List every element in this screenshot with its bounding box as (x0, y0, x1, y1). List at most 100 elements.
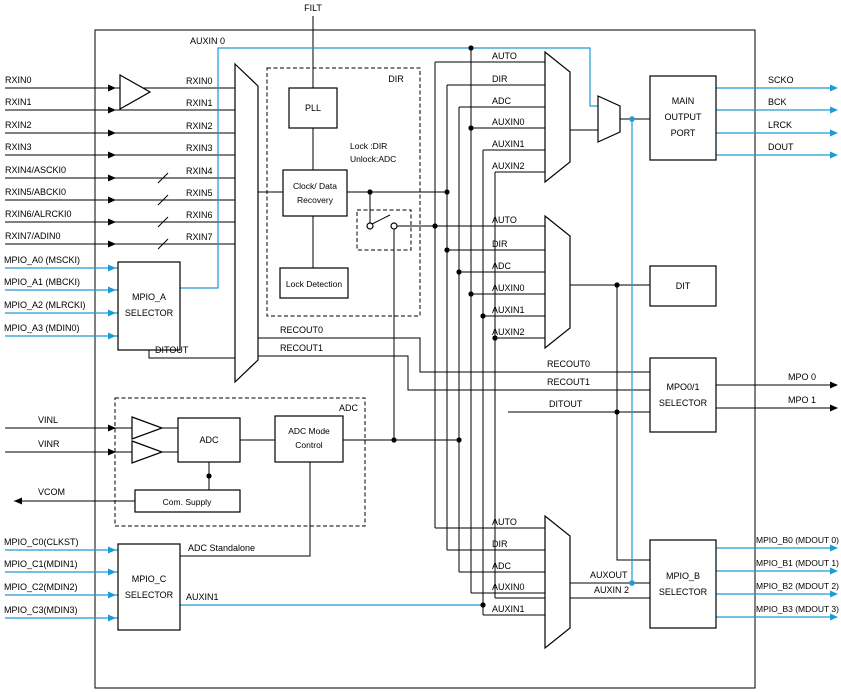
pin-label-bck: BCK (768, 97, 787, 107)
slash-rxin7 (157, 238, 169, 250)
output-arrow-vcom (14, 497, 22, 505)
input-arrow-mpio-c1 (108, 568, 116, 576)
slash-rxin6 (157, 216, 169, 228)
pin-label-rxin3: RXIN3 (5, 142, 32, 152)
input-arrow-vinr (108, 448, 116, 456)
adc-mode-label-line2: Control (295, 440, 323, 450)
pin-label-dout: DOUT (768, 142, 794, 152)
mux1-label-auxin2: AUXIN2 (492, 161, 525, 171)
junction-dot (480, 602, 486, 608)
mpio-b-label-line1: MPIO_B (666, 571, 700, 581)
pin-label-rxin2: RXIN2 (5, 120, 32, 130)
output-arrow-lrck (830, 129, 838, 137)
rx-input-mux (234, 62, 259, 384)
dit-source-mux (544, 214, 571, 350)
input-arrow-rxin7 (108, 240, 116, 248)
internal-label-rxin5: RXIN5 (186, 188, 213, 198)
mux3-label-dir: DIR (492, 539, 508, 549)
mux2-label-dir: DIR (492, 239, 508, 249)
switch-contact-dir (366, 222, 374, 230)
mux2-label-auxin0: AUXIN0 (492, 283, 525, 293)
junction-dot (444, 247, 450, 253)
mux1-label-auto: AUTO (492, 51, 517, 61)
input-arrow-rxin1 (108, 106, 116, 114)
chip-boundary (94, 29, 756, 689)
wire-recout0 (258, 337, 650, 373)
mux1-label-dir: DIR (492, 74, 508, 84)
input-arrow-mpio-a0 (108, 264, 116, 272)
pin-label-mpio-a1: MPIO_A1 (MBCKI) (4, 277, 80, 287)
wire-label-recout0-left: RECOUT0 (280, 325, 323, 335)
mux3-label-auto: AUTO (492, 517, 517, 527)
mpio-c-selector-block (117, 543, 181, 631)
wire-label-auxin0-top: AUXIN 0 (190, 36, 225, 46)
internal-label-rxin1: RXIN1 (186, 98, 213, 108)
wire-label-recout1-right: RECOUT1 (547, 377, 590, 387)
adc-box-title: ADC (339, 403, 359, 413)
junction-dot (444, 189, 450, 195)
pin-label-vcom: VCOM (38, 487, 65, 497)
mpio-a-selector-block (117, 261, 181, 351)
input-arrow-rxin5 (108, 196, 116, 204)
auto-switch-dashed-box (356, 209, 412, 251)
wire-label-auxin2: AUXIN 2 (594, 585, 629, 595)
output-arrow-mpo0 (830, 381, 838, 389)
junction-dot (480, 313, 486, 319)
pin-label-mpio-c3: MPIO_C3(MDIN3) (4, 605, 78, 615)
wire-label-auxout: AUXOUT (590, 570, 628, 580)
junction-dot (391, 437, 397, 443)
mpio-a-label-line2: SELECTOR (125, 308, 174, 318)
wire-recout1 (258, 355, 650, 391)
wire-label-recout0-right: RECOUT0 (547, 359, 590, 369)
output-arrow-mpio-b1 (830, 567, 838, 575)
input-arrow-vinl (108, 424, 116, 432)
junction-dot (206, 473, 212, 479)
pin-label-mpio-c0: MPIO_C0(CLKST) (4, 537, 79, 547)
slash-rxin4 (157, 172, 169, 184)
pin-label-mpio-c1: MPIO_C1(MDIN1) (4, 559, 78, 569)
pin-label-mpio-a3: MPIO_A3 (MDIN0) (4, 323, 80, 333)
lock-detection-label: Lock Detection (286, 279, 342, 289)
pll-block (288, 87, 338, 129)
main-port-label-line3: PORT (671, 128, 696, 138)
output-arrow-dout (830, 151, 838, 159)
vinr-amp-triangle (131, 440, 164, 464)
pin-label-rxin5: RXIN5/ABCKI0 (5, 187, 66, 197)
junction-dot (468, 45, 474, 51)
dit-label: DIT (676, 281, 691, 291)
vinl-amp-triangle (131, 416, 164, 440)
mpo-label-line1: MPO0/1 (666, 382, 699, 392)
output-arrow-mpio-b2 (830, 590, 838, 598)
junction-dot (468, 291, 474, 297)
mpio-a-label-line1: MPIO_A (132, 292, 166, 302)
blue-wires (5, 47, 830, 619)
mux2-label-auxin2: AUXIN2 (492, 327, 525, 337)
internal-label-rxin3: RXIN3 (186, 143, 213, 153)
pin-label-mpo0: MPO 0 (788, 372, 816, 382)
main-source-mux (544, 50, 571, 184)
junction-dot-blue (629, 116, 635, 122)
pin-label-mpo1: MPO 1 (788, 395, 816, 405)
input-arrow-rxin3 (108, 151, 116, 159)
wire-label-ditout-left: DITOUT (155, 345, 189, 355)
output-arrow-mpo1 (830, 404, 838, 412)
main-output-port-block (649, 75, 717, 161)
pll-label: PLL (305, 103, 321, 113)
pin-label-rxin4: RXIN4/ASCKI0 (5, 165, 66, 175)
pin-label-mpio-b0: MPIO_B0 (MDOUT 0) (756, 535, 839, 545)
input-arrow-mpio-a3 (108, 332, 116, 340)
junction-dots (206, 45, 635, 608)
pin-label-lrck: LRCK (768, 120, 792, 130)
wire-label-adc-standalone: ADC Standalone (188, 543, 255, 553)
wire-ditout-left (148, 350, 235, 359)
clock-data-recovery-block (282, 169, 348, 217)
main-port-label-line1: MAIN (672, 96, 695, 106)
com-supply-block (134, 489, 241, 513)
input-arrow-mpio-a2 (108, 309, 116, 317)
internal-label-rxin6: RXIN6 (186, 210, 213, 220)
pin-label-mpio-b2: MPIO_B2 (MDOUT 2) (756, 581, 839, 591)
junction-dot (614, 409, 620, 415)
dit-block (649, 265, 717, 307)
aux-source-mux (544, 514, 571, 650)
mpio-b-selector-block (649, 539, 717, 629)
